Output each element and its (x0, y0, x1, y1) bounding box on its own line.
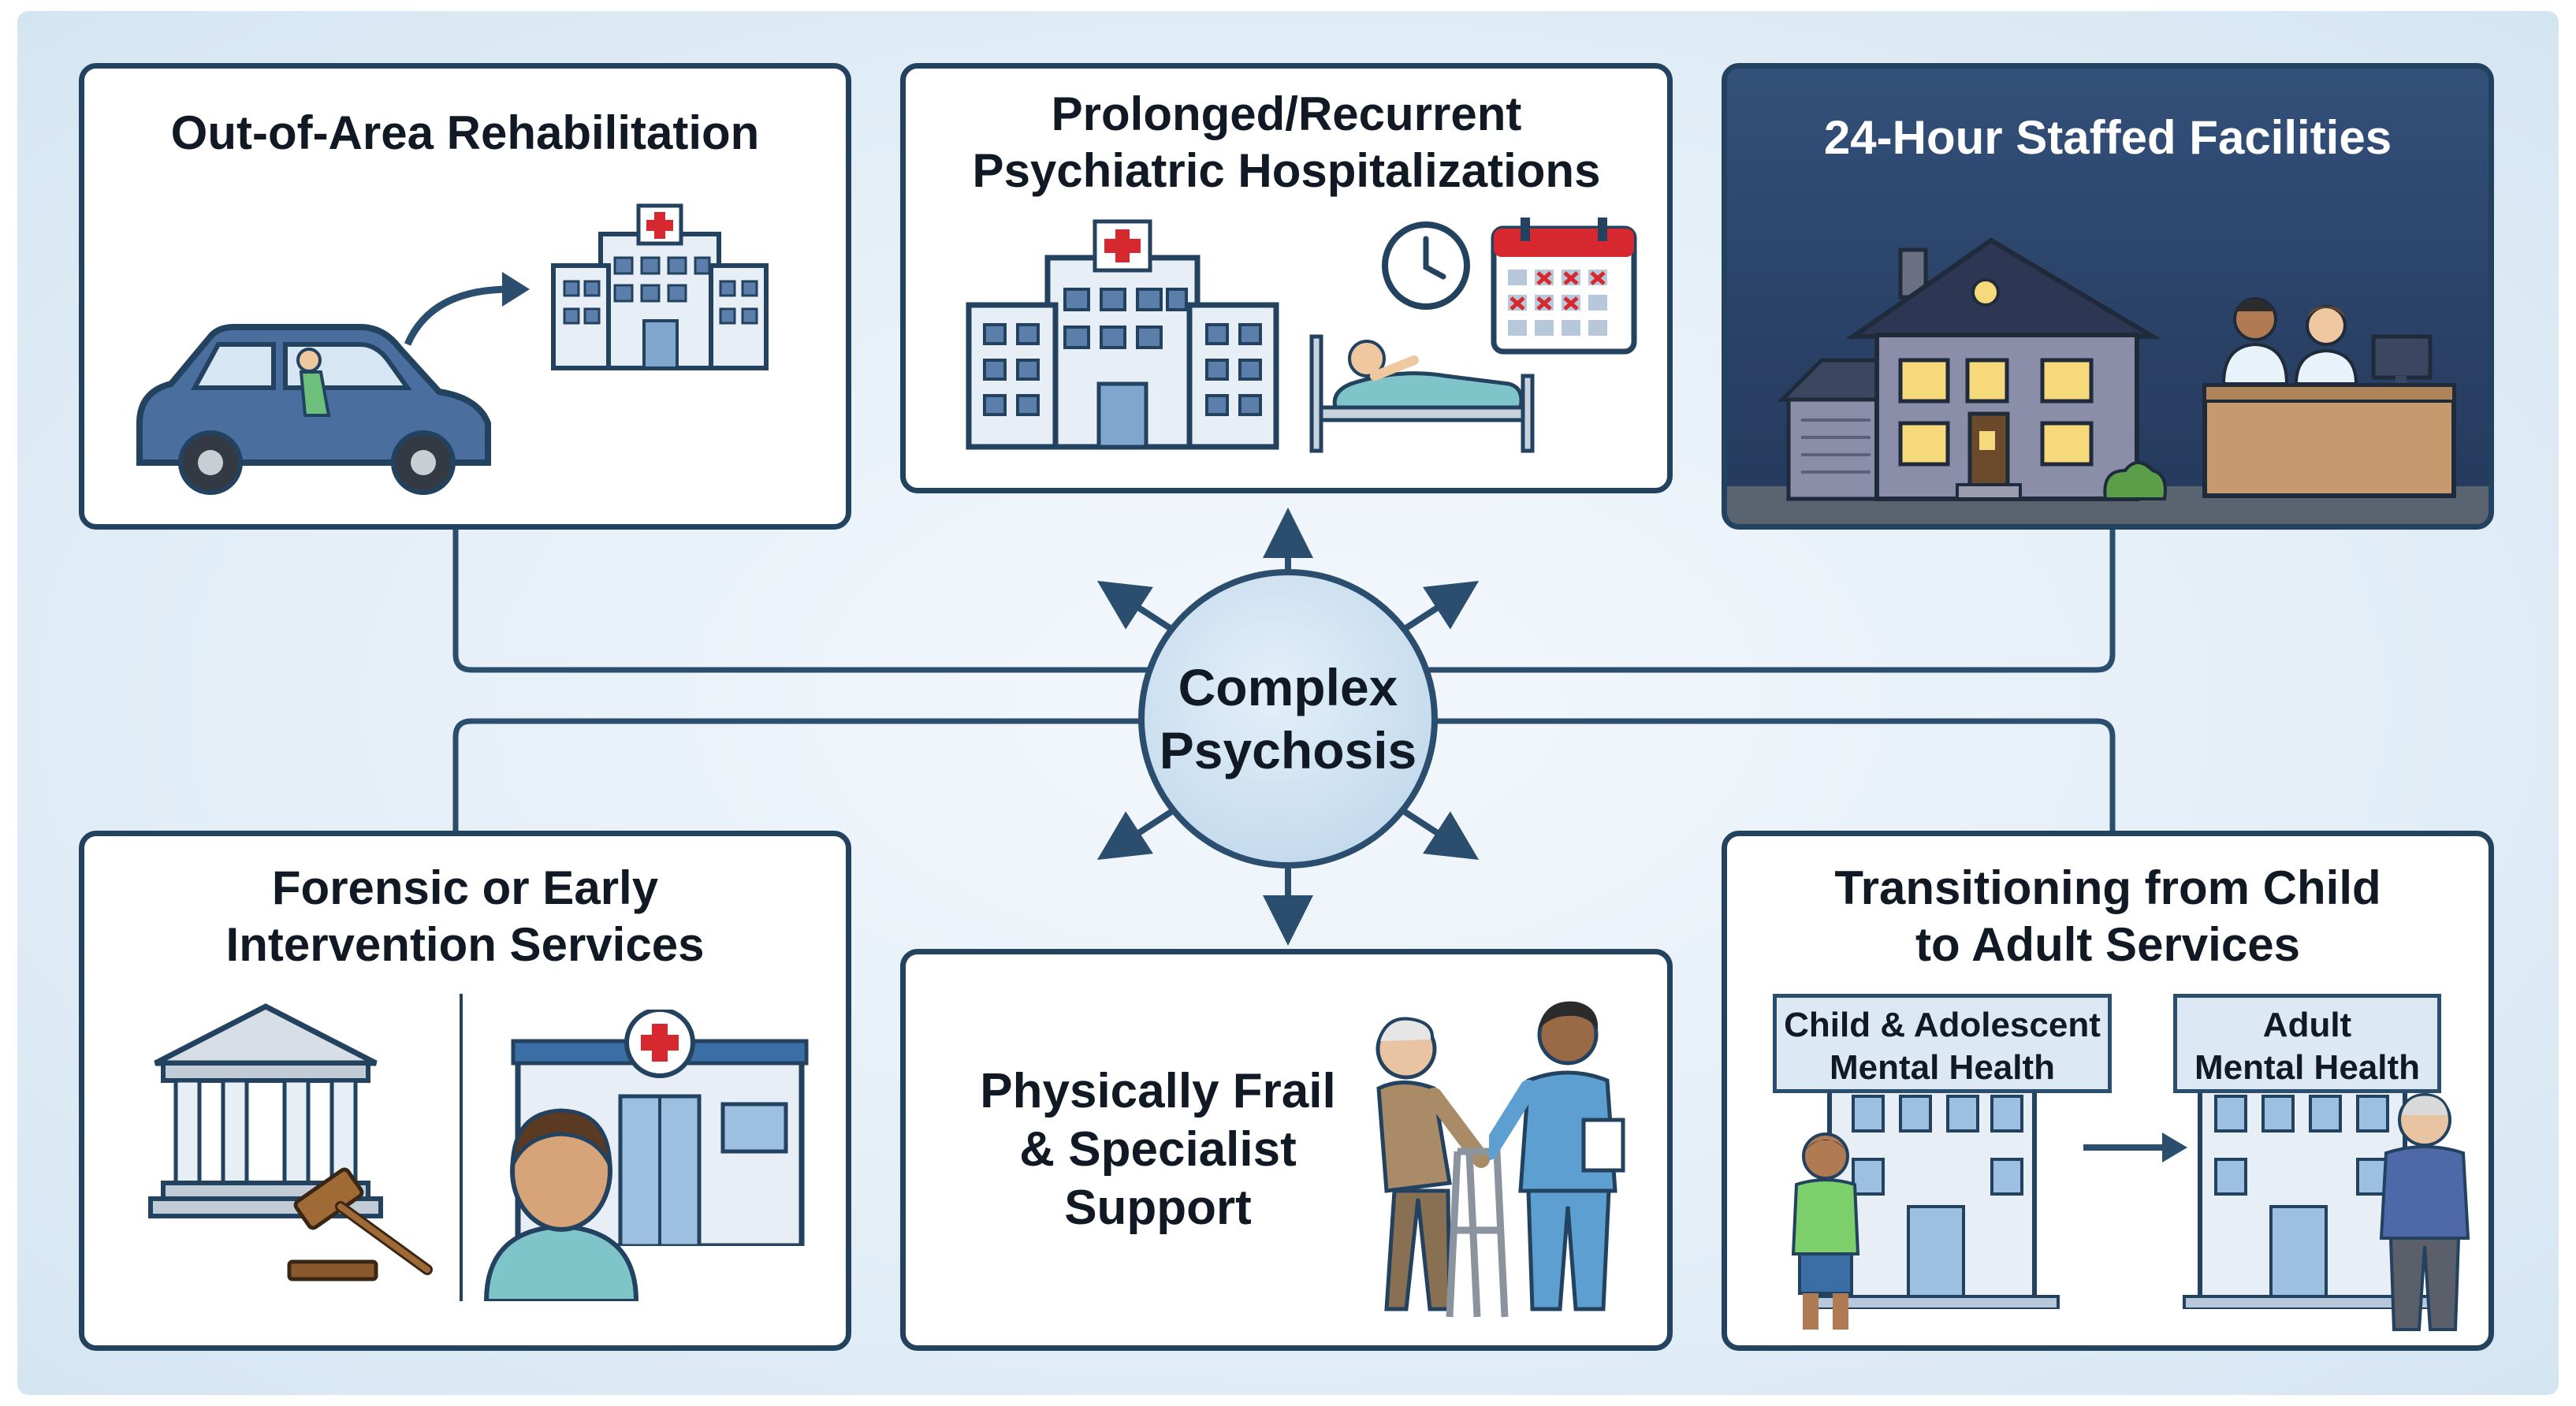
panel-24-hour-staffed-facilities: 24-Hour Staffed Facilities (1722, 63, 2494, 530)
panel-title-line2: Psychiatric Hospitalizations (972, 144, 1601, 197)
panel-title-line2: & Specialist (1019, 1122, 1297, 1177)
arrow-down-right-icon (1402, 809, 1480, 861)
panel-title-block: Physically Frail & Specialist Support (906, 954, 1410, 1345)
arrow-down-left-icon (1096, 809, 1174, 861)
panel-out-of-area-rehabilitation: Out-of-Area Rehabilitation (79, 63, 851, 530)
panel-child-to-adult-transition: Transitioning from Child to Adult Servic… (1722, 831, 2494, 1351)
elderly-walker-icon (1375, 1017, 1509, 1318)
car-icon (136, 324, 491, 495)
hub-complex-psychosis: Complex Psychosis (1138, 569, 1438, 869)
hub-label-line2: Psychosis (1159, 721, 1417, 779)
adult-building-icon (2183, 1073, 2430, 1309)
panel-title-line3: Support (1064, 1181, 1252, 1235)
child-sign-line1: Child & Adolescent (1784, 1006, 2101, 1044)
panel-physically-frail-support: Physically Frail & Specialist Support (900, 949, 1673, 1351)
panel-title: 24-Hour Staffed Facilities (1823, 111, 2392, 164)
adult-icon (2379, 1093, 2470, 1331)
staff-desk-icon (2202, 297, 2456, 498)
panel-title-line1: Physically Frail (980, 1064, 1336, 1118)
child-services-sign: Child & Adolescent Mental Health (1773, 994, 2112, 1093)
adult-services-sign: Adult Mental Health (2173, 994, 2441, 1093)
arrow-up-left-icon (1096, 580, 1174, 632)
clock-icon (1382, 221, 1470, 310)
panel-title-line2: Intervention Services (225, 918, 705, 971)
nurse-icon (1489, 1001, 1625, 1311)
adult-sign-line1: Adult (2262, 1006, 2352, 1044)
adult-sign-line2: Mental Health (2194, 1048, 2421, 1087)
panel-psychiatric-hospitalizations: Prolonged/Recurrent Psychiatric Hospital… (900, 63, 1673, 493)
hub-label-line1: Complex (1178, 658, 1398, 716)
calendar-icon (1491, 218, 1637, 355)
hospital-bed-icon (1309, 334, 1535, 453)
arrow-right-icon (404, 272, 530, 346)
person-icon (483, 1108, 639, 1301)
gavel-icon (287, 1167, 433, 1281)
hospital-icon (966, 219, 1279, 450)
panel-forensic-early-intervention: Forensic or Early Intervention Services (79, 831, 851, 1351)
child-building-icon (1812, 1073, 2060, 1309)
divider (460, 994, 463, 1301)
arrow-right-icon (2083, 1133, 2187, 1162)
house-icon (1777, 237, 2167, 501)
arrow-up-right-icon (1402, 580, 1480, 632)
hospital-icon (551, 203, 769, 370)
panel-title-line1: Prolonged/Recurrent (1051, 87, 1522, 140)
panel-title-line2: to Adult Services (1915, 918, 2300, 971)
panel-title: Out-of-Area Rehabilitation (170, 106, 760, 159)
child-icon (1791, 1133, 1860, 1330)
child-sign-line2: Mental Health (1829, 1048, 2056, 1087)
panel-title-line1: Forensic or Early (271, 861, 659, 914)
panel-title-line1: Transitioning from Child (1834, 861, 2381, 914)
